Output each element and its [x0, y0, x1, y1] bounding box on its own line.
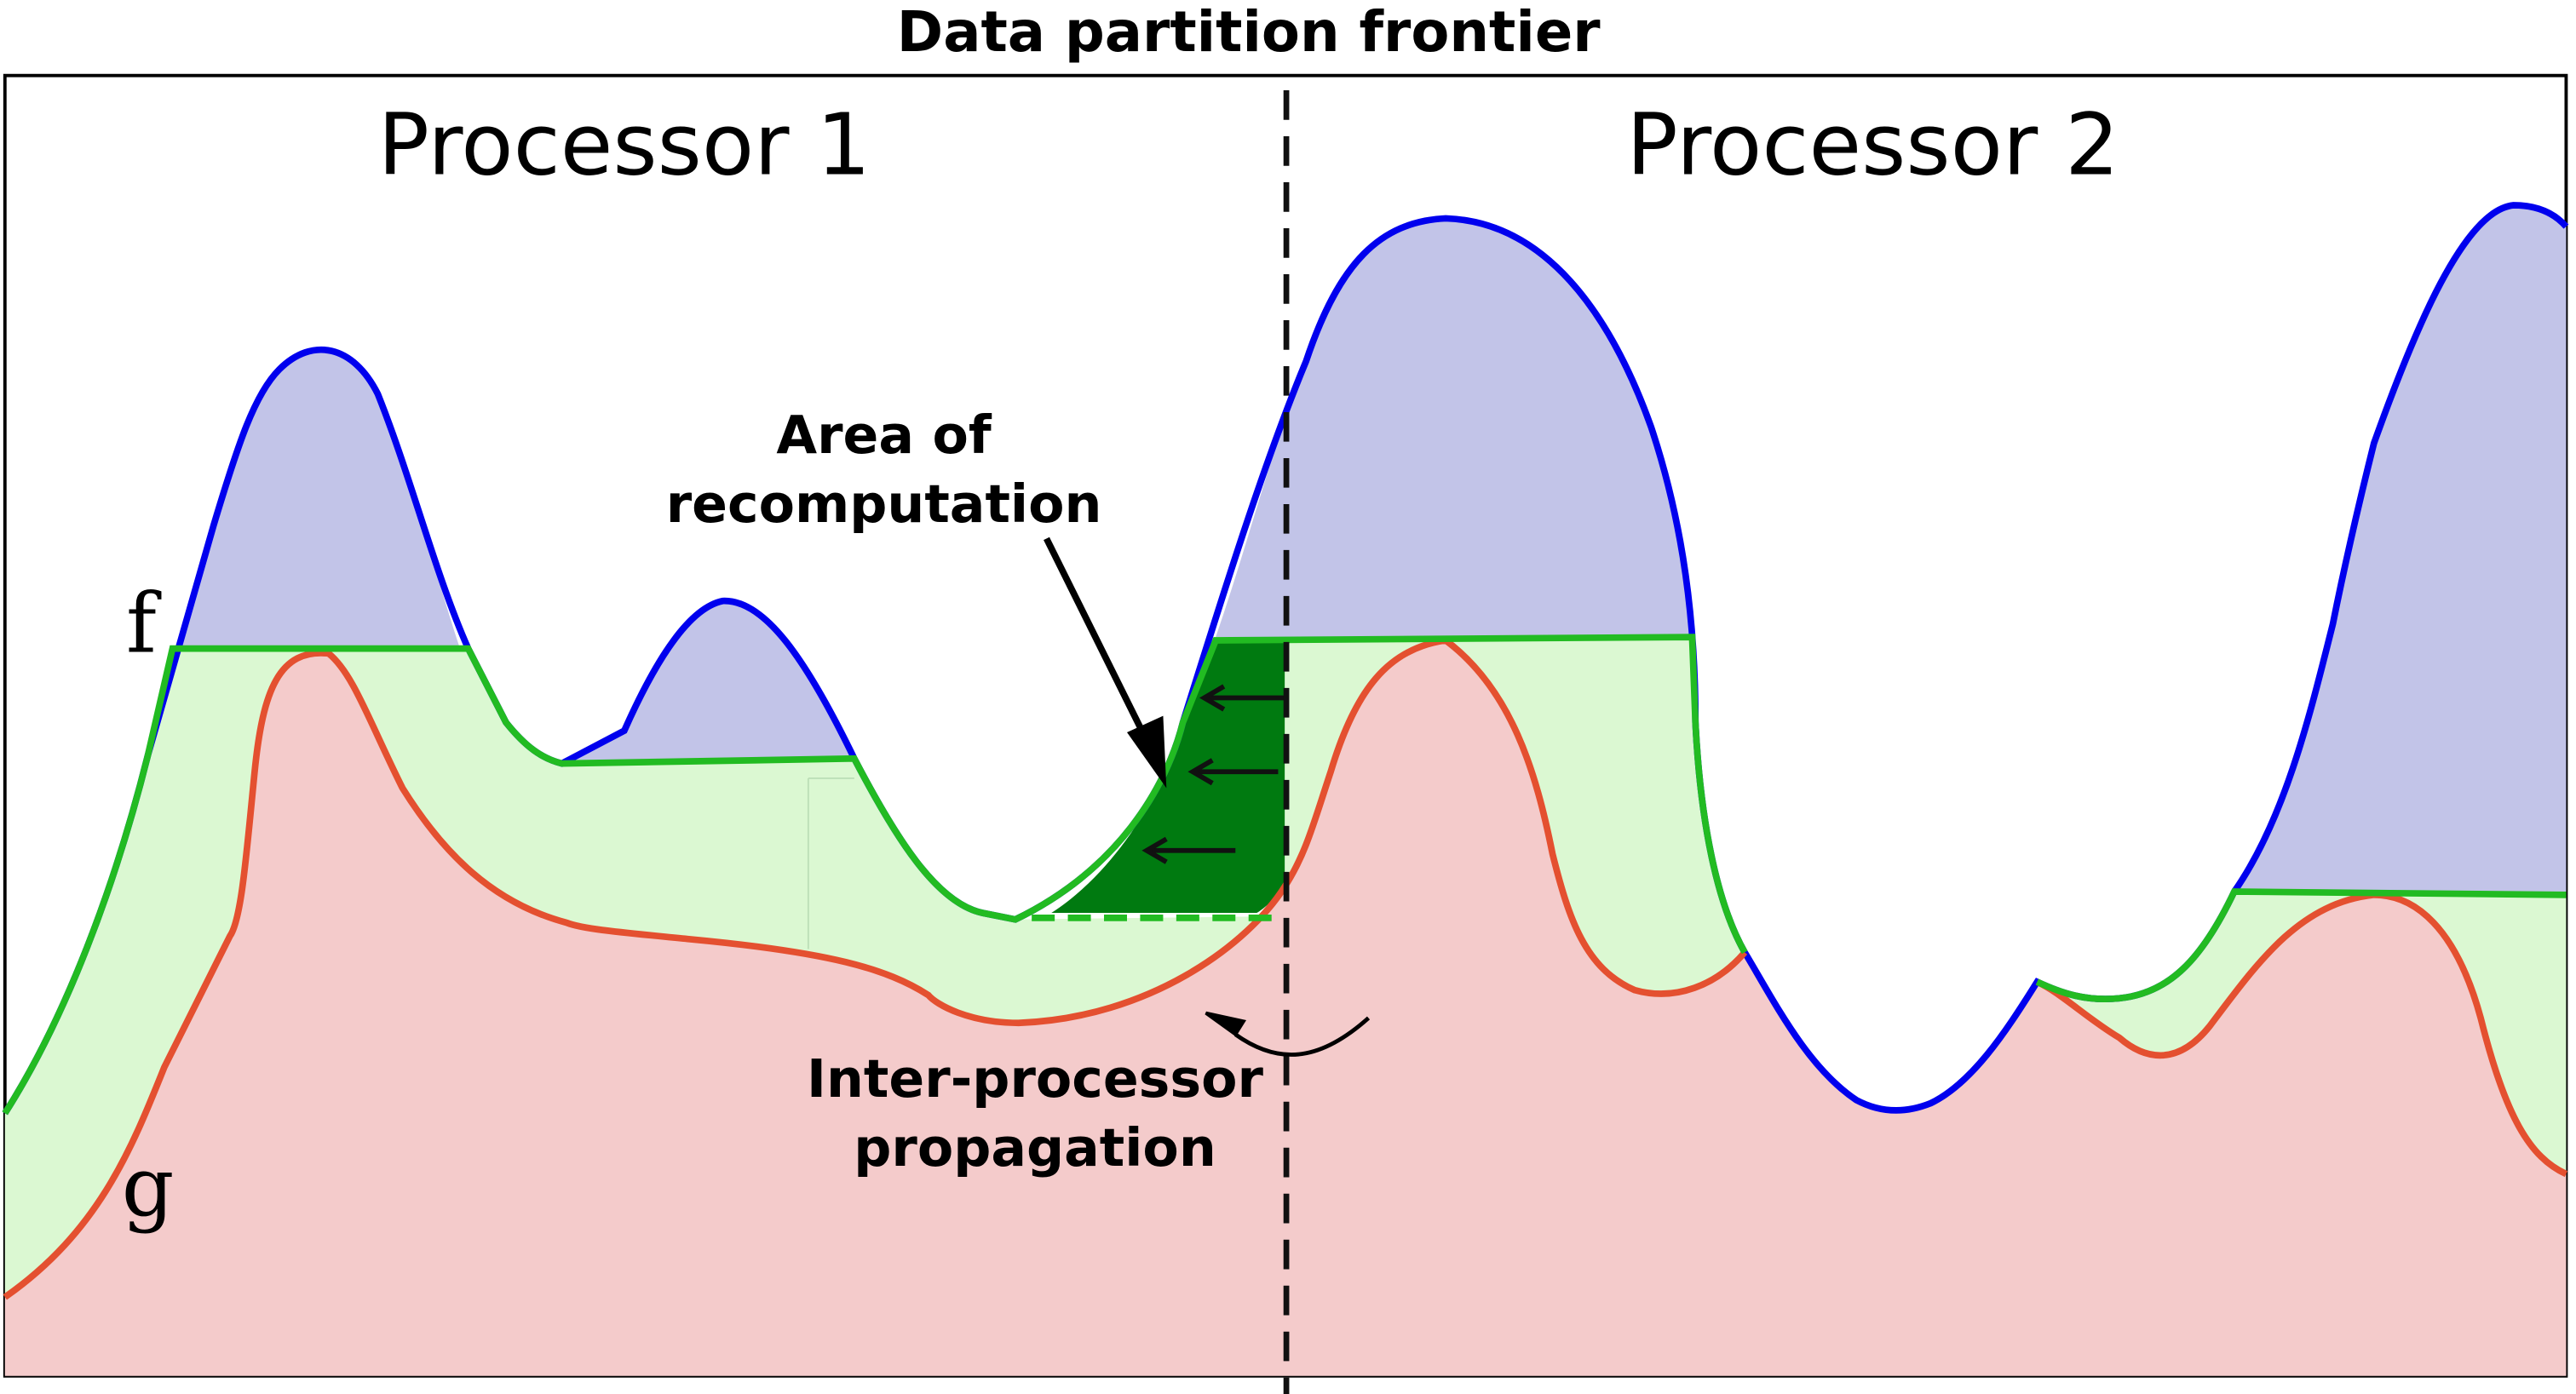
- g-area-fill: [4, 640, 2567, 1376]
- processor-1-label: Processor 1: [378, 95, 871, 194]
- f-area-fill: [181, 205, 2567, 895]
- propagation-arrow: [1205, 1011, 1371, 1057]
- result-area-fill: [4, 637, 2567, 1298]
- recompute-arrow: [1141, 836, 1236, 864]
- guide-line: [807, 777, 854, 949]
- recompute-label-line2: recomputation: [666, 473, 1102, 535]
- propagation-label-line1: Inter-processor: [807, 1048, 1263, 1110]
- f-curve-label: f: [126, 576, 162, 671]
- g-curve: [3, 636, 2568, 1300]
- g-curve-label: g: [122, 1139, 175, 1235]
- recompute-label-line1: Area of: [776, 404, 992, 466]
- propagation-label-line2: propagation: [854, 1117, 1216, 1179]
- recompute-area-fill: [1051, 640, 1285, 914]
- processor-2-label: Processor 2: [1626, 95, 2119, 194]
- result-curve: [2, 634, 2567, 1116]
- diagram-title: Data partition frontier: [897, 0, 1601, 65]
- recompute-arrow: [1199, 684, 1285, 712]
- recompute-pointer-arrow: [1044, 536, 1167, 789]
- recompute-arrow: [1187, 758, 1279, 786]
- recompute-arrows: [1141, 684, 1285, 864]
